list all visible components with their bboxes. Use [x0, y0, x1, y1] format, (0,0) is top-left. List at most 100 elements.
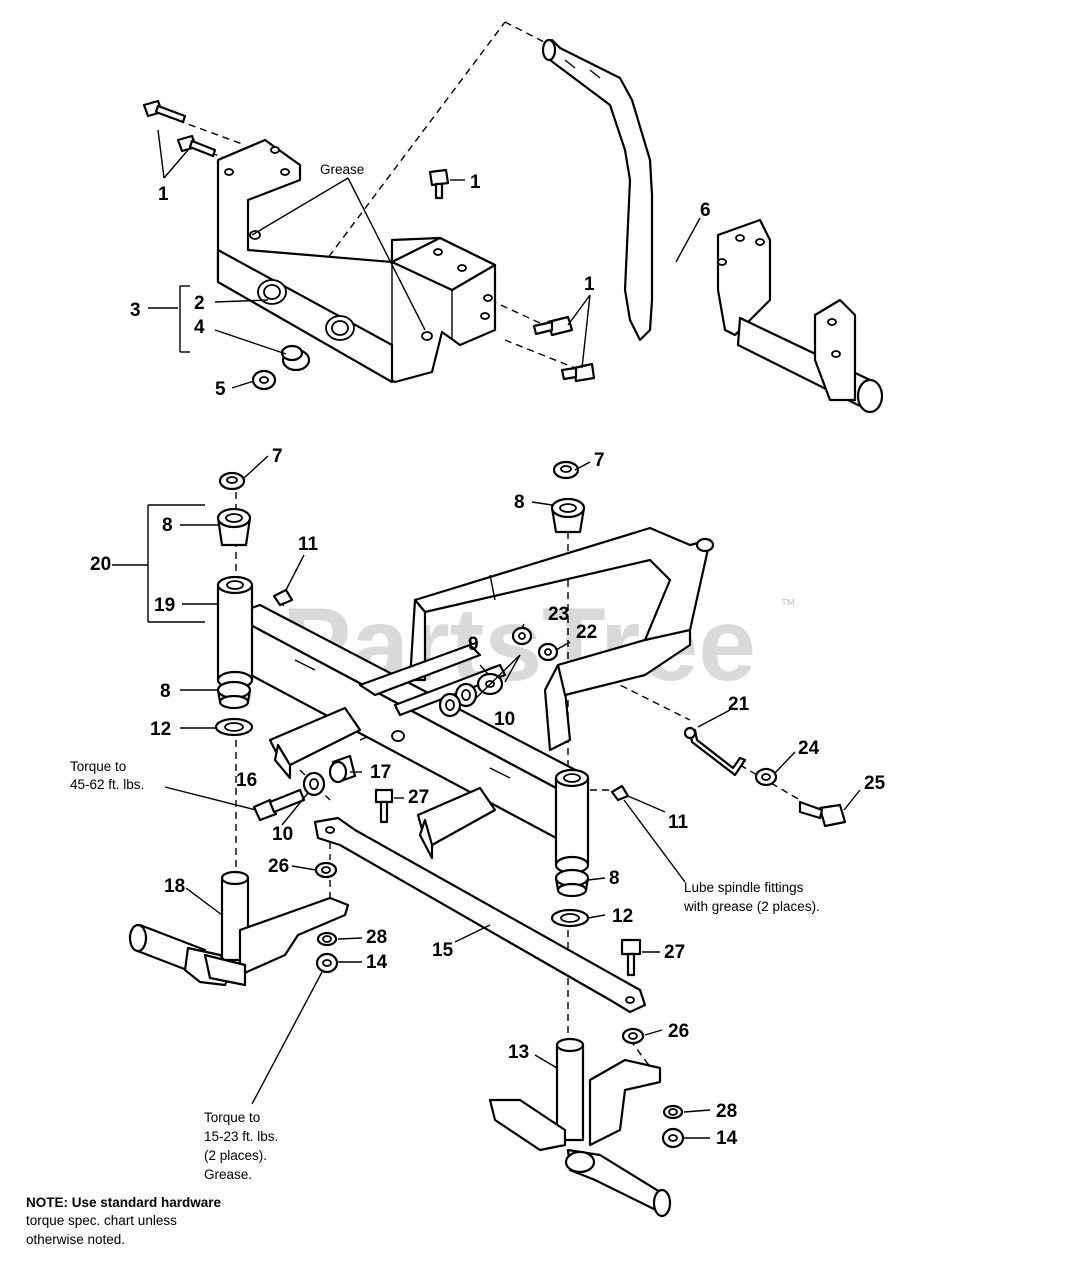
torque-lower-line-3: (2 places).	[204, 1148, 267, 1163]
callout-28b: 28	[716, 1101, 737, 1122]
leader-lines	[112, 129, 861, 1139]
part-7-ring-right	[552, 460, 580, 480]
part-14-nut-left	[315, 952, 339, 974]
callout-25: 25	[864, 773, 886, 794]
part-27-bolt-upper	[374, 788, 394, 824]
callout-26b: 26	[668, 1021, 689, 1042]
part-6-axle-pivot	[541, 38, 884, 414]
callout-21: 21	[728, 694, 750, 715]
callout-27b: 27	[664, 942, 685, 963]
callout-4: 4	[194, 317, 205, 338]
spindle-housing-right	[554, 768, 590, 875]
callout-8c: 8	[160, 681, 171, 702]
callout-1b: 1	[470, 172, 481, 193]
part-19-spindle-housing-left	[216, 575, 254, 690]
part-26-washer-right	[621, 1027, 645, 1045]
main-axle-beam	[230, 603, 587, 860]
callout-27a: 27	[408, 787, 429, 808]
part-27-bolt-lower	[620, 938, 642, 977]
torque-lower-line-1: Torque to	[204, 1110, 260, 1125]
part-3-support-bracket	[216, 138, 497, 384]
callout-28a: 28	[366, 927, 387, 948]
part-26-washer-left	[314, 861, 338, 879]
callout-8b: 8	[514, 492, 525, 513]
part-12-washer-right	[550, 908, 590, 928]
part-4-bushing	[280, 344, 311, 372]
part-17-spacer	[328, 754, 357, 784]
part-8-bushing-1	[216, 507, 252, 547]
part-13-spindle-right	[488, 1037, 672, 1218]
part-14-nut-right	[661, 1127, 685, 1149]
callout-1a: 1	[158, 184, 169, 205]
callout-22: 22	[576, 622, 597, 643]
callout-26a: 26	[268, 856, 289, 877]
part-8-bushing-3	[216, 680, 252, 710]
note-line-1: NOTE: Use standard hardware	[26, 1195, 222, 1210]
callout-18: 18	[164, 876, 185, 897]
callout-11a: 11	[298, 534, 319, 555]
part-11-fitting-left	[272, 588, 294, 607]
annotation-torque-upper: Torque to 45-62 ft. lbs.	[70, 759, 144, 792]
part-24-washer	[754, 767, 778, 787]
callout-10b: 10	[272, 824, 293, 845]
callout-8a: 8	[162, 515, 173, 536]
torque-upper-line-2: 45-62 ft. lbs.	[70, 777, 144, 792]
torque-lower-line-2: 15-23 ft. lbs.	[204, 1129, 278, 1144]
callout-12a: 12	[150, 719, 171, 740]
callout-6: 6	[700, 200, 711, 221]
callout-11b: 11	[668, 812, 689, 833]
part-18-spindle-left	[128, 870, 350, 987]
note-line-3: otherwise noted.	[26, 1232, 125, 1247]
callout-13: 13	[508, 1042, 529, 1063]
callout-14a: 14	[366, 952, 388, 973]
callout-24: 24	[798, 738, 820, 759]
part-11-fitting-right	[610, 784, 630, 802]
callout-16: 16	[236, 770, 257, 791]
annotation-note: NOTE: Use standard hardware torque spec.…	[26, 1195, 222, 1247]
part-12-washer-left	[214, 717, 254, 737]
callout-3: 3	[130, 300, 141, 321]
callout-2: 2	[194, 293, 205, 314]
annotation-torque-lower: Torque to 15-23 ft. lbs. (2 places). Gre…	[204, 1110, 278, 1182]
note-line-2: torque spec. chart unless	[26, 1213, 177, 1228]
callout-14b: 14	[716, 1128, 738, 1149]
callout-10a: 10	[494, 709, 515, 730]
part-8-bushing-4	[554, 868, 590, 898]
callout-9: 9	[468, 634, 479, 655]
callout-19: 19	[154, 595, 175, 616]
callout-7b: 7	[594, 450, 605, 471]
part-25-bolt	[798, 800, 847, 828]
callout-20: 20	[90, 554, 111, 575]
part-10-washer-lower	[302, 771, 326, 797]
callout-17: 17	[370, 762, 391, 783]
part-23-nut	[511, 626, 533, 646]
grease-label: Grease	[320, 162, 364, 177]
part-1-bolts	[142, 99, 596, 383]
part-21-rod	[683, 726, 747, 777]
callout-15: 15	[432, 940, 454, 961]
annotation-lube: Lube spindle fittings with grease (2 pla…	[683, 880, 820, 914]
front-axle-frame	[408, 526, 715, 752]
part-16-bolt	[252, 788, 306, 822]
callouts: 1 1 1 2 3 4 5 6 7 7 8 8 8 8 9 10 10 11 1…	[90, 172, 886, 1149]
watermark-trademark: ™	[780, 597, 796, 614]
part-28-washer-right	[662, 1104, 684, 1120]
callout-23: 23	[548, 604, 569, 625]
callout-5: 5	[215, 379, 226, 400]
annotation-grease: Grease	[320, 162, 364, 177]
part-7-ring-left	[218, 471, 246, 491]
callout-12b: 12	[612, 906, 633, 927]
lube-line-2: with grease (2 places).	[683, 899, 820, 914]
callout-1c: 1	[584, 274, 595, 295]
part-5-nut	[251, 369, 277, 391]
part-15-tie-rod	[313, 816, 647, 1014]
part-22-nut	[537, 642, 559, 662]
torque-lower-line-4: Grease.	[204, 1167, 252, 1182]
callout-7a: 7	[272, 446, 283, 467]
lube-line-1: Lube spindle fittings	[684, 880, 804, 895]
part-10-washers-upper	[438, 682, 478, 718]
part-28-washer-left	[316, 931, 338, 947]
part-8-bushing-2	[550, 497, 586, 534]
